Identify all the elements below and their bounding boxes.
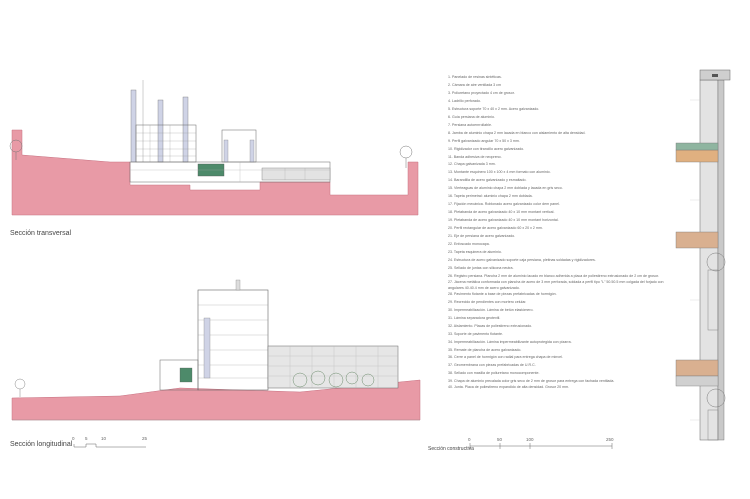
legend-item: 27. Jácena metálica conformada con planc… — [448, 279, 664, 290]
legend-item: 7. Persiana autoenrrollable. — [448, 122, 492, 127]
legend-item: 38. Sellado con masilla de poliuretano m… — [448, 371, 540, 376]
legend-item: 14. Barandilla de acero galvanizado y es… — [448, 178, 527, 183]
legend-item: 8. Jamba de aluminio chapa 2 mm lacada e… — [448, 130, 586, 135]
legend-item: 32. Aislamiento. Placas de poliestireno … — [448, 323, 533, 328]
building-block — [197, 289, 269, 391]
caption-constructiva: Sección constructiva — [428, 446, 474, 452]
scale-bar-longitudinal — [73, 443, 146, 448]
construction-legend: 1. Panelado de resinas sintéticas. 2. Cám… — [448, 74, 676, 392]
scale-label: 0 — [468, 437, 471, 442]
scale-label: 10 — [101, 436, 107, 441]
legend-item: 20. Perfil rectangular de acero galvaniz… — [448, 226, 543, 231]
transversal-section-drawing — [9, 80, 419, 216]
legend-item: 12. Chapa galvanizada 3 mm. — [448, 162, 496, 167]
legend-item: 11. Banda adhesiva de neopreno. — [448, 154, 502, 159]
tower — [157, 99, 164, 163]
longitudinal-section-drawing — [11, 279, 421, 421]
legend-item: 18. Pletabanda de acero galvanizado 40 x… — [448, 210, 555, 215]
legend-item: 1. Panelado de resinas sintéticas. — [448, 75, 502, 79]
legend-item: 21. Eje de persiana de acero galvanizado… — [448, 234, 516, 239]
scale-label: 0 — [72, 436, 75, 441]
legend-item: 10. Rigidizador con tirancillo acero gal… — [448, 146, 525, 151]
legend-item: 16. Tapeta perimetral: aluminio chapa 2 … — [448, 194, 533, 199]
legend-item: 9. Perfil galvanizado angular 70 x 50 x … — [448, 138, 520, 143]
legend-item: 3. Poliuretano proyectado 4 cm de grosor… — [448, 90, 515, 95]
legend-item: 19. Pletabanda de acero galvanizado 40 x… — [448, 218, 559, 223]
scale-label: 5 — [85, 436, 88, 441]
scale-bar-constructive — [469, 443, 613, 449]
legend-item: 17. Fijación mecánica. Roblonado acero g… — [448, 202, 560, 207]
legend-item: 31. Lámina separadora geotextil. — [448, 315, 501, 320]
legend-item: 15. Vierteaguas de aluminio chapa 2 mm d… — [448, 186, 563, 191]
legend-item: 37. Geomembrana con piezas prefabricadas… — [448, 363, 536, 368]
legend-item: 39. Chapa de aluminio precalada color gr… — [448, 379, 615, 384]
scale-label: 25 — [142, 436, 148, 441]
legend-item: 34. Impermeabilización. Lámina impermeab… — [448, 339, 572, 344]
scale-label: 50 — [497, 437, 503, 442]
scale-label: 250 — [606, 437, 614, 442]
constructive-section-drawing — [675, 69, 731, 441]
tower — [182, 96, 189, 163]
legend-item: 35. Remate de plancha de acero galvaniza… — [448, 347, 522, 352]
legend-item: 4. Ladrillo perforado. — [448, 98, 481, 103]
transversal-ground — [11, 129, 419, 216]
legend-item: 5. Estructura soporte 70 x 40 x 2 mm. Ac… — [448, 106, 540, 111]
legend-item: 6. Guía persiana de aluminio. — [448, 114, 495, 119]
legend-item: 28. Pavimento flotante a base de piezas … — [448, 291, 557, 296]
caption-transversal: Sección transversal — [10, 230, 72, 237]
legend-item: 25. Sellado de juntas con silicona neutr… — [448, 265, 514, 270]
legend-item: 2. Cámara de aire ventilada 3 cm — [448, 82, 501, 87]
legend-item: 33. Soporte de pavimento flotante. — [448, 331, 503, 336]
legend-item: 29. Recrecido de pendientes con mortero … — [448, 299, 527, 304]
legend-item: 36. Cerre a panel de hormigón con radial… — [448, 355, 563, 360]
legend-item: 24. Estructura de acero galvanizado sopo… — [448, 257, 596, 262]
legend-item: 22. Enfoscado monocapa. — [448, 242, 490, 247]
legend-item: 23. Tapeta esquinera de aluminio. — [448, 249, 502, 254]
legend-item: 40. Junta. Placa de poliestireno expandi… — [448, 385, 570, 390]
caption-longitudinal: Sección longitudinal — [10, 441, 73, 448]
legend-item: 13. Montante esquinero 100 x 100 x 4 mm … — [448, 170, 551, 175]
legend-item: 26. Registro persiana. Plancha 2 mm de a… — [448, 273, 659, 278]
tower — [130, 89, 137, 163]
legend-item: 30. Impermeabilización. Lámina de betún … — [448, 307, 534, 312]
scale-label: 100 — [526, 437, 534, 442]
